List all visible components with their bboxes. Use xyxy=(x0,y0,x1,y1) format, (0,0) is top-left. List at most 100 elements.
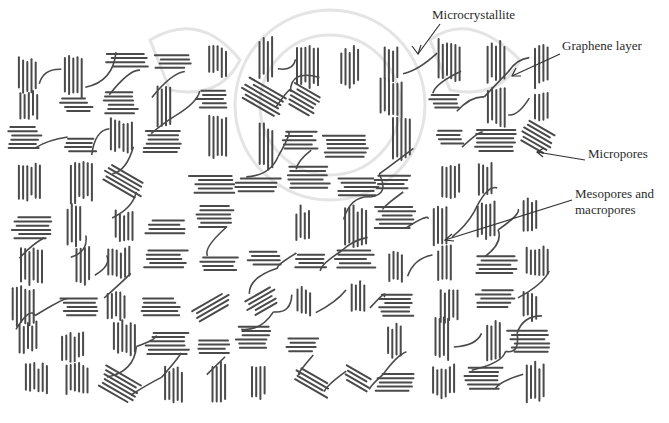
pore-wall xyxy=(273,295,291,312)
graphene-layer-line xyxy=(203,102,226,104)
graphene-layer-line xyxy=(531,203,533,231)
graphene-stack xyxy=(200,258,238,271)
graphene-stack xyxy=(297,46,318,88)
graphene-stack xyxy=(379,295,413,316)
graphene-layer-line xyxy=(357,50,359,80)
graphene-layer-line xyxy=(543,247,545,275)
graphene-layer-line xyxy=(300,48,302,84)
graphene-layer-line xyxy=(144,147,179,149)
graphene-stack xyxy=(487,321,500,360)
graphene-layer-line xyxy=(327,139,365,141)
graphene-layer-line xyxy=(349,53,351,88)
leader-line xyxy=(512,54,560,76)
pore-wall xyxy=(131,377,162,395)
graphene-layer-line xyxy=(19,325,21,353)
pore-wall xyxy=(324,371,346,392)
graphene-layer-line xyxy=(203,94,226,96)
graphene-layer-line xyxy=(432,367,434,393)
graphene-layer-line xyxy=(26,166,28,200)
graphene-layer-line xyxy=(168,372,170,399)
graphene-layer-line xyxy=(304,213,306,238)
graphene-layer-line xyxy=(458,165,460,192)
pore-wall xyxy=(341,237,367,251)
graphene-layer-line xyxy=(144,314,180,316)
graphene-stack xyxy=(288,167,330,188)
graphene-layer-line xyxy=(105,379,135,396)
graphene-layer-line xyxy=(495,90,497,123)
graphene-layer-line xyxy=(123,216,125,240)
graphene-stack xyxy=(60,299,97,316)
graphene-layer-line xyxy=(400,327,402,356)
graphene-layer-line xyxy=(441,369,443,398)
graphene-layer-line xyxy=(452,291,454,317)
graphene-layer-line xyxy=(442,45,444,78)
graphene-layer-line xyxy=(515,351,548,353)
graphene-layer-line xyxy=(148,134,178,136)
graphene-stack xyxy=(438,246,451,281)
graphene-layer-line xyxy=(340,262,371,264)
graphene-stack xyxy=(236,327,270,348)
graphene-layer-line xyxy=(11,139,38,141)
graphene-layer-line xyxy=(149,349,189,351)
graphene-layer-line xyxy=(393,252,395,279)
graphene-layer-line xyxy=(291,183,330,185)
graphene-layer-line xyxy=(181,373,183,402)
graphene-layer-line xyxy=(397,253,399,279)
graphene-stack xyxy=(62,332,83,361)
graphene-layer-line xyxy=(252,255,279,257)
graphene-layer-line xyxy=(72,59,74,93)
graphene-stack xyxy=(60,99,92,112)
graphene-stack xyxy=(388,324,401,358)
graphene-layer-line xyxy=(259,367,261,399)
graphene-layer-line xyxy=(309,46,311,88)
graphene-layer-line xyxy=(454,167,456,197)
graphene-layer-line xyxy=(212,367,214,402)
graphene-layer-line xyxy=(217,46,219,70)
graphene-layer-line xyxy=(438,130,462,132)
graphene-layer-line xyxy=(87,369,89,393)
graphene-stack xyxy=(12,217,51,238)
graphene-stack xyxy=(71,162,92,203)
graphene-layer-line xyxy=(112,165,143,183)
graphene-layer-line xyxy=(288,174,327,176)
graphene-layer-line xyxy=(443,318,445,356)
graphene-layer-line xyxy=(445,370,447,397)
graphene-layer-line xyxy=(401,82,403,117)
graphene-layer-line xyxy=(438,39,440,78)
graphene-layer-line xyxy=(534,251,536,275)
graphene-layer-line xyxy=(503,47,505,78)
graphene-stack xyxy=(67,363,88,394)
graphene-stack xyxy=(248,252,281,265)
graphene-layer-line xyxy=(388,80,390,114)
graphene-layer-line xyxy=(160,63,191,65)
graphene-layer-line xyxy=(221,49,223,77)
graphene-layer-line xyxy=(108,108,138,110)
graphene-layer-line xyxy=(295,379,327,397)
graphene-layer-line xyxy=(115,292,117,315)
graphene-stack xyxy=(189,176,234,193)
graphene-layer-line xyxy=(235,186,276,188)
graphene-stack xyxy=(439,39,460,81)
graphene-layer-line xyxy=(526,366,528,403)
graphene-layer-line xyxy=(9,147,39,149)
graphene-layer-line xyxy=(203,265,233,267)
graphene-layer-line xyxy=(199,226,226,228)
graphene-layer-line xyxy=(82,332,84,355)
pore-wall xyxy=(462,132,483,147)
graphene-layer-line xyxy=(465,375,498,377)
graphene-layer-line xyxy=(530,366,532,398)
leader-lines xyxy=(412,24,585,241)
graphene-layer-line xyxy=(376,219,413,221)
graphene-layer-line xyxy=(28,252,30,285)
graphene-layer-line xyxy=(348,207,350,242)
graphene-layer-line xyxy=(305,290,307,313)
graphene-layer-line xyxy=(543,365,545,397)
graphene-layer-line xyxy=(109,104,134,106)
graphene-layer-line xyxy=(495,321,497,359)
graphene-layer-line xyxy=(264,367,266,394)
graphene-layer-line xyxy=(437,207,439,243)
graphene-layer-line xyxy=(271,131,273,167)
graphene-layer-line xyxy=(388,50,390,81)
graphene-layer-line xyxy=(177,367,179,400)
graphene-layer-line xyxy=(81,59,83,97)
